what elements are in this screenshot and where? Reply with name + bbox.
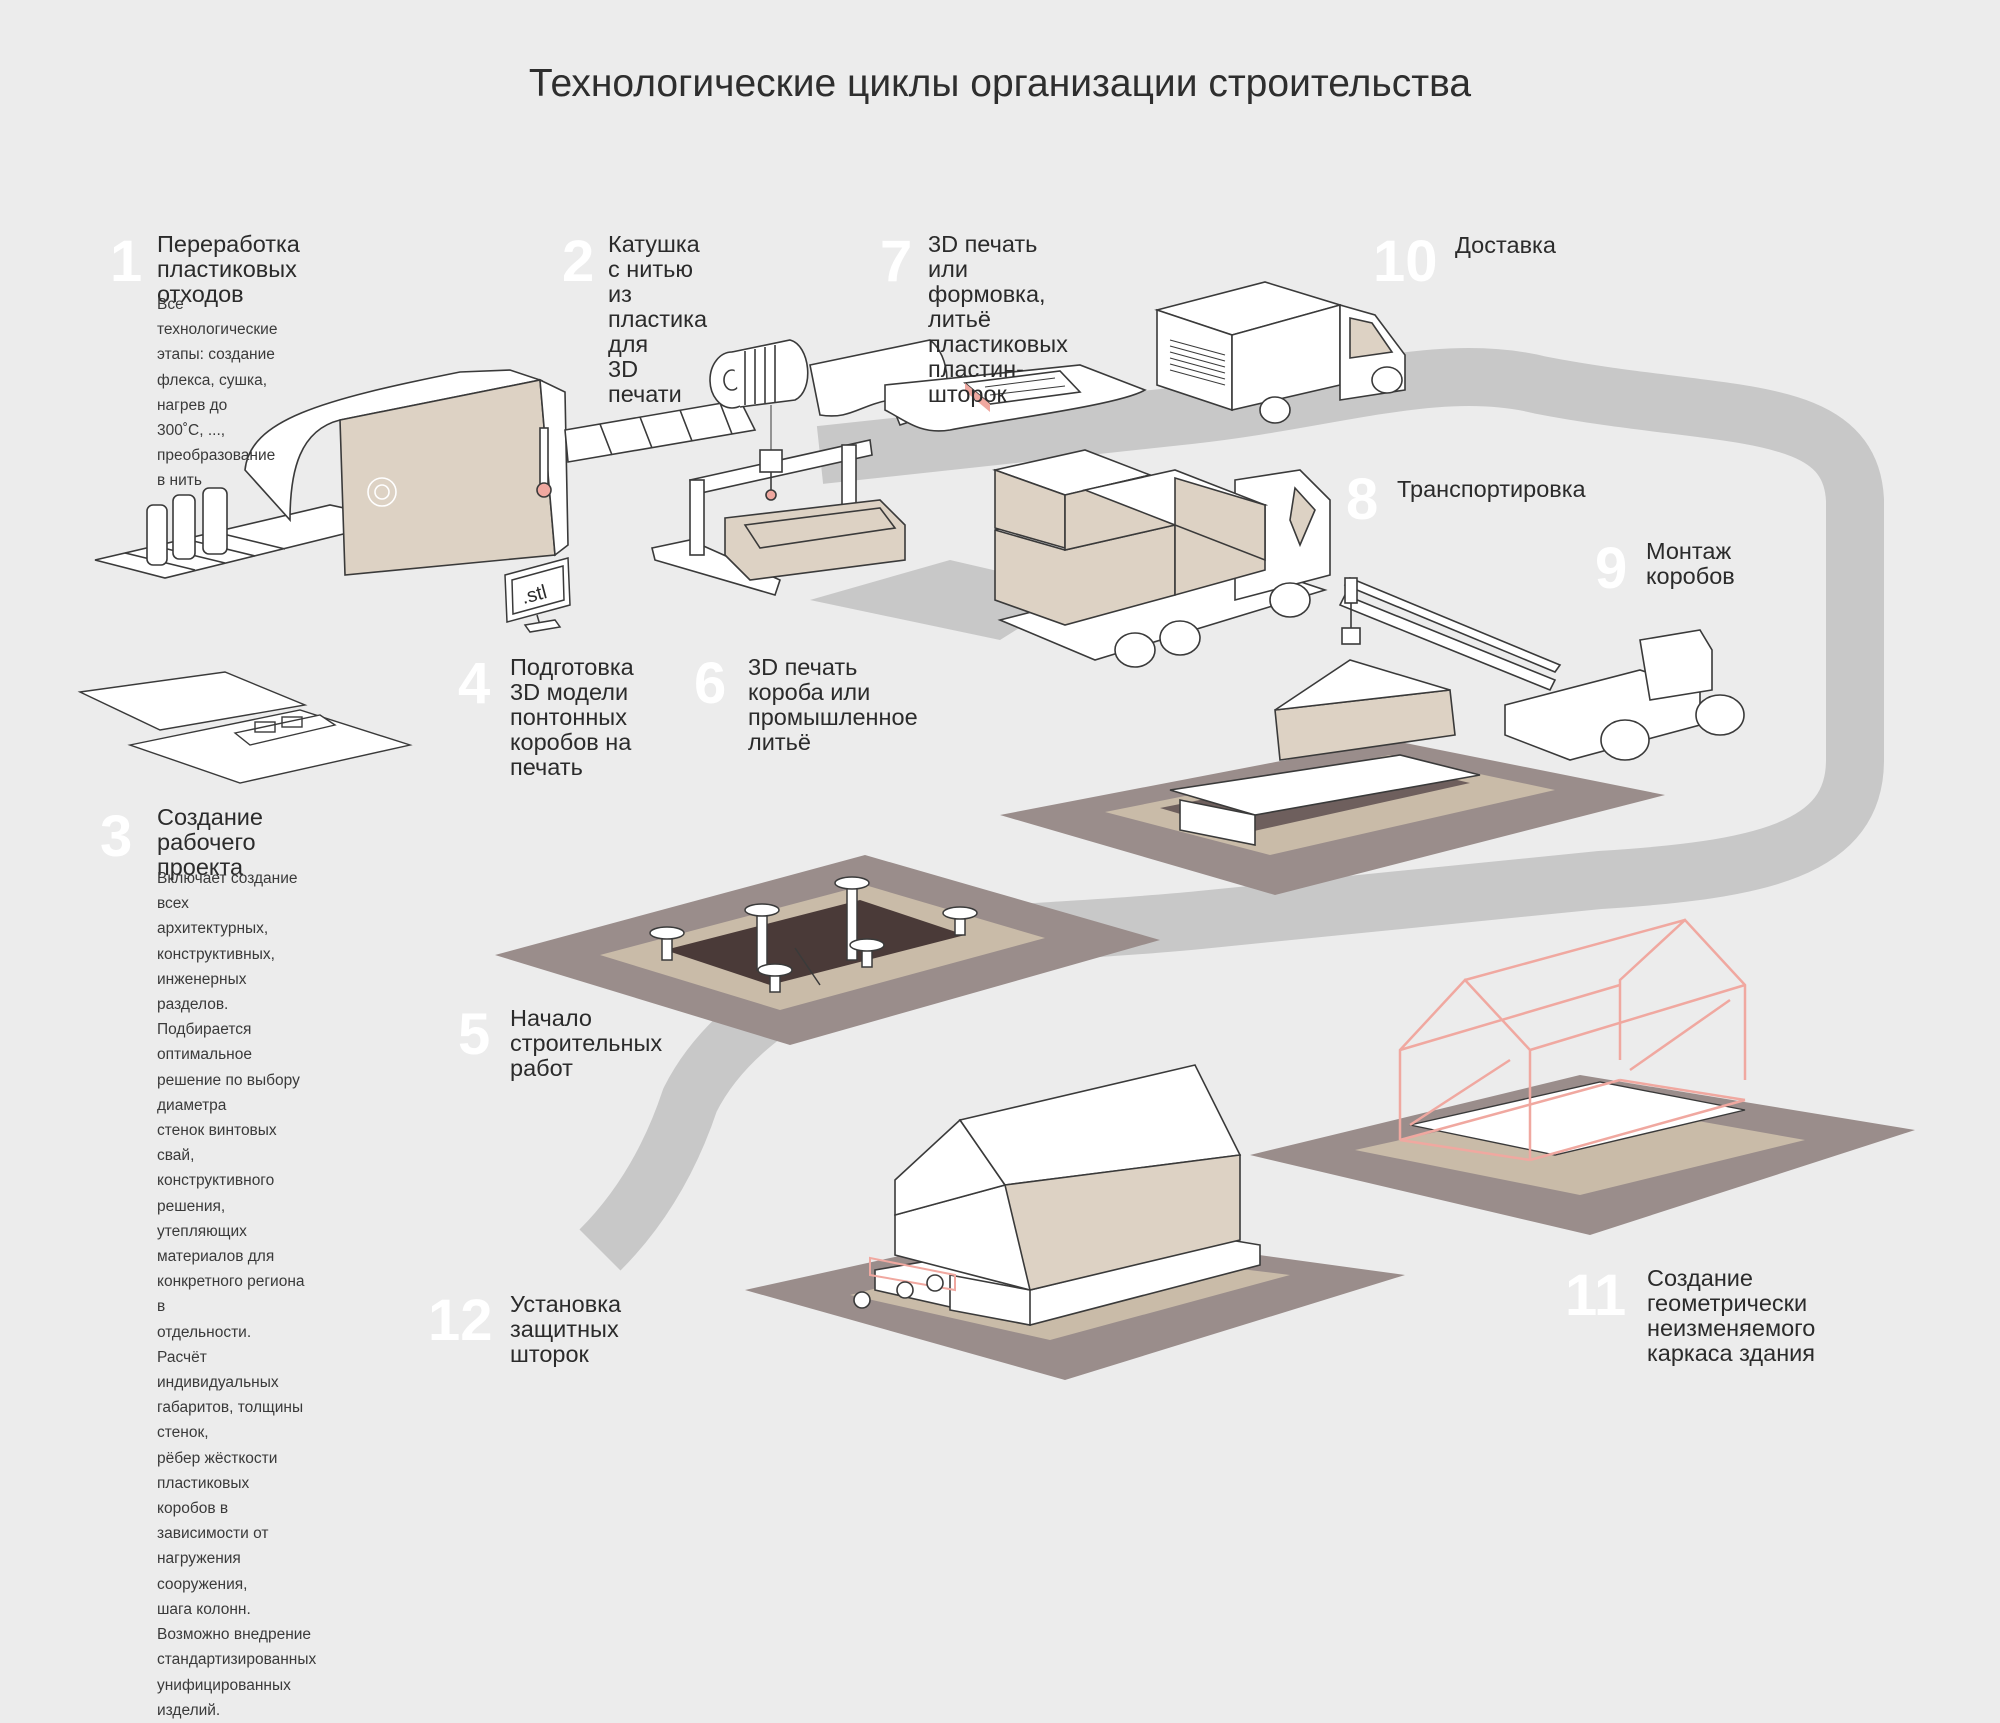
step-label: Начало строительных работ [510, 1005, 663, 1081]
step-label: Монтаж коробов [1646, 538, 1735, 589]
road [579, 348, 1884, 1271]
step-number: 10 [1373, 229, 1438, 294]
step-number: 8 [1346, 467, 1379, 532]
step-number: 9 [1595, 536, 1628, 601]
crane [1169, 577, 1745, 846]
step-label: Катушка с нитью из пластика для 3D печат… [608, 231, 708, 407]
step-label: Создание рабочего проекта [157, 804, 263, 880]
step-number: 11 [1565, 1263, 1627, 1328]
page-title: Технологические циклы организации строит… [528, 62, 1472, 105]
step-number: 4 [458, 651, 491, 716]
pink-frame [1398, 918, 1747, 1162]
house [853, 1064, 1261, 1326]
step-number: 2 [562, 229, 595, 294]
step-label: Транспортировка [1397, 476, 1586, 502]
step-description: Включает создание всех архитектурных, ко… [157, 870, 317, 1719]
stl-monitor [504, 557, 571, 633]
step-number: 12 [428, 1288, 493, 1353]
step-label: Установка защитных шторок [510, 1291, 622, 1367]
step-number: 6 [694, 651, 727, 716]
transport-truck [992, 449, 1331, 668]
step-label: Переработка пластиковых отходов [157, 231, 300, 307]
step-number: 1 [110, 229, 143, 294]
step-number: 3 [100, 804, 133, 869]
project-documents [77, 671, 413, 784]
step-description: Все технологические этапы: создание флек… [157, 296, 278, 490]
process-illustration: .stl [77, 281, 1915, 1380]
recycling-machine [94, 369, 757, 579]
delivery-van [1154, 281, 1406, 424]
step-label: Подготовка 3D модели понтонных коробов н… [510, 654, 634, 780]
printer-gantry [651, 339, 906, 596]
step-number: 7 [880, 229, 913, 294]
step-label: 3D печать или формовка, литьё пластиковы… [928, 231, 1068, 407]
curtain-plates [809, 339, 1147, 432]
building-frame-site [1250, 1075, 1915, 1235]
foundation-site [495, 855, 1160, 1045]
step-label: Создание геометрически неизменяемого кар… [1647, 1265, 1816, 1366]
step-number: 5 [458, 1002, 491, 1067]
step-label: Доставка [1455, 232, 1556, 258]
step-label: 3D печать короба или промышленное литьё [748, 654, 918, 755]
